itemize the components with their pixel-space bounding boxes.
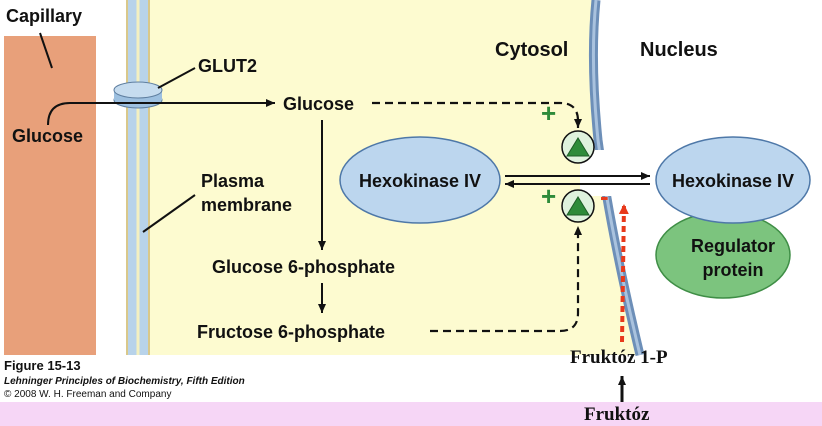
glucose6p-label: Glucose 6-phosphate <box>212 257 395 277</box>
hexokinase-nucleus-label: Hexokinase IV <box>672 171 794 191</box>
glucose-label: Glucose <box>283 94 354 114</box>
hexokinase-cytosol <box>339 136 501 224</box>
fruktoz-label: Fruktóz <box>584 404 650 425</box>
plus-sign-bottom: + <box>541 181 556 211</box>
regulator-label-1: Regulator <box>691 236 775 256</box>
glut2-leader <box>157 67 196 89</box>
figure-book: Lehninger Principles of Biochemistry, Fi… <box>4 376 245 387</box>
nucleus-label: Nucleus <box>640 39 718 61</box>
hexokinase-nucleus <box>655 136 811 224</box>
capillary-leader <box>39 32 53 69</box>
glucose-activation-dashed <box>372 101 582 128</box>
glut2-label: GLUT2 <box>198 56 257 76</box>
f6p-activation-dashed <box>430 226 582 333</box>
activation-symbol-top <box>561 130 595 164</box>
membrane-leader <box>142 194 196 233</box>
regulator-label-2: protein <box>703 260 764 280</box>
plus-sign-top: + <box>541 98 556 128</box>
figure-number: Figure 15-13 <box>4 358 81 373</box>
fructose6p-label: Fructose 6-phosphate <box>197 322 385 342</box>
footer-band <box>0 402 822 426</box>
plasma-membrane-label-2: membrane <box>201 195 292 215</box>
fructose1p-inhibition-arrow <box>618 203 629 343</box>
figure-copyright: © 2008 W. H. Freeman and Company <box>4 389 171 400</box>
capillary-label: Capillary <box>6 6 82 26</box>
minus-sign: - <box>600 181 609 211</box>
glucose-entry-arrow <box>47 99 275 126</box>
glut2-transporter <box>113 81 163 109</box>
fruktoz1p-label: Fruktóz 1-P <box>570 347 668 368</box>
glucose-blood-label: Glucose <box>12 126 83 146</box>
activation-symbol-bottom <box>561 189 595 223</box>
cytosol-label: Cytosol <box>495 39 568 61</box>
hexokinase-cytosol-label: Hexokinase IV <box>359 171 481 191</box>
capillary-vessel <box>4 36 96 355</box>
plasma-membrane-label-1: Plasma <box>201 171 265 191</box>
